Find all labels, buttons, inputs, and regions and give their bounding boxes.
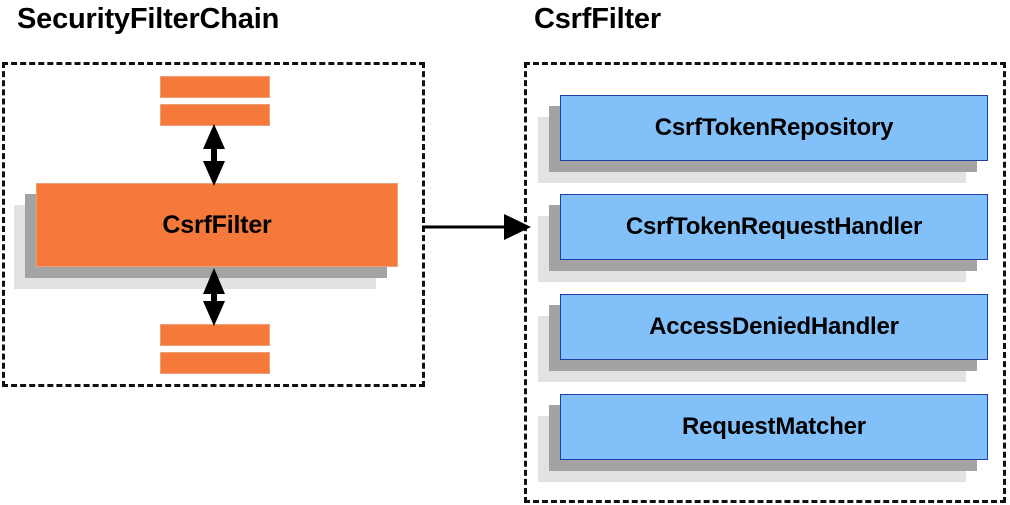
collaborator-block-label: CsrfTokenRequestHandler (625, 213, 923, 240)
collaborator-block-label: AccessDeniedHandler (649, 313, 899, 340)
filter-bar-above-2[interactable] (160, 104, 270, 126)
collaborator-block-label: CsrfTokenRepository (654, 114, 894, 141)
filter-block-face: CsrfFilter (36, 183, 398, 267)
collaborator-block-face: CsrfTokenRequestHandler (560, 194, 988, 260)
collaborator-block-label: RequestMatcher (682, 413, 866, 440)
collaborator-block-face: CsrfTokenRepository (560, 95, 988, 161)
collaborator-block-requestmatcher[interactable]: RequestMatcher (538, 394, 988, 482)
filter-bar-above-1[interactable] (160, 76, 270, 98)
security-filter-chain-group (2, 62, 425, 387)
filter-bar-below-1[interactable] (160, 324, 270, 346)
collaborator-block-face: RequestMatcher (560, 394, 988, 460)
csrffilter-expansion-arrow (422, 214, 531, 240)
page-title-security-filter-chain: SecurityFilterChain (17, 3, 280, 35)
collaborator-block-accessdeniedhandler[interactable]: AccessDeniedHandler (538, 294, 988, 382)
collaborator-block-face: AccessDeniedHandler (560, 294, 988, 360)
csrf-filter-detail-group (524, 62, 1006, 503)
filter-block-csrffilter[interactable]: CsrfFilter (14, 183, 398, 289)
filter-block-label: CsrfFilter (162, 210, 272, 239)
collaborator-block-csrftokenrequesthandler[interactable]: CsrfTokenRequestHandler (538, 194, 988, 282)
filter-bar-below-2[interactable] (160, 352, 270, 374)
collaborator-block-csrftokenrepository[interactable]: CsrfTokenRepository (538, 95, 988, 183)
page-title-csrf-filter: CsrfFilter (534, 3, 661, 35)
